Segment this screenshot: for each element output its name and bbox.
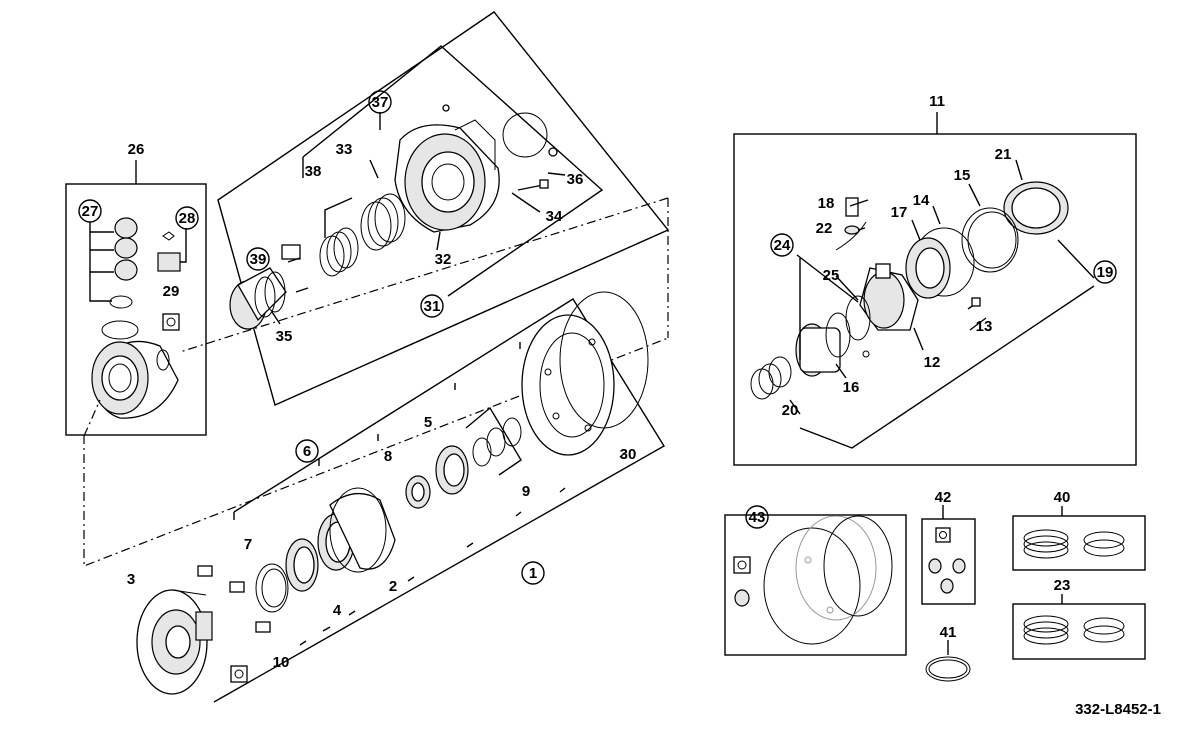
callout-10: 10 [273, 654, 290, 671]
callout-6: 6 [303, 443, 311, 460]
drawing-code: 332-L8452-1 [1075, 701, 1161, 718]
callout-13: 13 [976, 318, 993, 335]
callout-8: 8 [384, 448, 392, 465]
callout-41: 41 [940, 624, 957, 641]
kit-box-11 [733, 112, 1137, 466]
callout-33: 33 [336, 141, 353, 158]
callout-23: 23 [1054, 577, 1071, 594]
callout-36: 36 [567, 171, 584, 188]
callout-18: 18 [818, 195, 835, 212]
callout-24: 24 [774, 237, 791, 254]
callout-43: 43 [749, 509, 766, 526]
callout-3: 3 [127, 571, 135, 588]
callout-21: 21 [995, 146, 1012, 163]
callout-15: 15 [954, 167, 971, 184]
kit-box-23 [1012, 594, 1146, 660]
centre-line-frame [83, 197, 669, 567]
circled-callouts [78, 90, 1117, 585]
callout-labels: 37 27 28 39 31 6 1 24 19 43 26 29 33 38 … [82, 93, 1161, 718]
callout-5: 5 [424, 414, 432, 431]
callout-32: 32 [435, 251, 452, 268]
callout-34: 34 [546, 208, 563, 225]
callout-4: 4 [333, 602, 342, 619]
callout-16: 16 [843, 379, 860, 396]
callout-35: 35 [276, 328, 293, 345]
callout-17: 17 [891, 204, 908, 221]
callout-14: 14 [913, 192, 930, 209]
callout-37: 37 [372, 94, 389, 111]
kit-box-31-37 [217, 11, 670, 406]
callout-7: 7 [244, 536, 252, 553]
callout-20: 20 [782, 402, 799, 419]
kit-box-26 [65, 160, 207, 436]
kit-box-40 [1012, 506, 1146, 571]
callout-11: 11 [929, 93, 945, 110]
callout-22: 22 [816, 220, 833, 237]
callout-40: 40 [1054, 489, 1071, 506]
callout-38: 38 [305, 163, 322, 180]
callout-25: 25 [823, 267, 840, 284]
callout-29: 29 [163, 283, 180, 300]
callout-1: 1 [529, 565, 537, 582]
callout-30: 30 [620, 446, 637, 463]
callout-27: 27 [82, 203, 99, 220]
main-assembly [136, 291, 665, 703]
callout-28: 28 [179, 210, 196, 227]
callout-42: 42 [935, 489, 952, 506]
callout-19: 19 [1097, 264, 1114, 281]
callout-31: 31 [424, 298, 441, 315]
callout-26: 26 [128, 141, 145, 158]
o-ring-41 [925, 640, 971, 682]
kit-box-42 [921, 505, 976, 605]
callout-2: 2 [389, 578, 397, 595]
kit-box-43 [724, 514, 907, 656]
callout-39: 39 [250, 251, 267, 268]
callout-12: 12 [924, 354, 941, 371]
callout-9: 9 [522, 483, 530, 500]
